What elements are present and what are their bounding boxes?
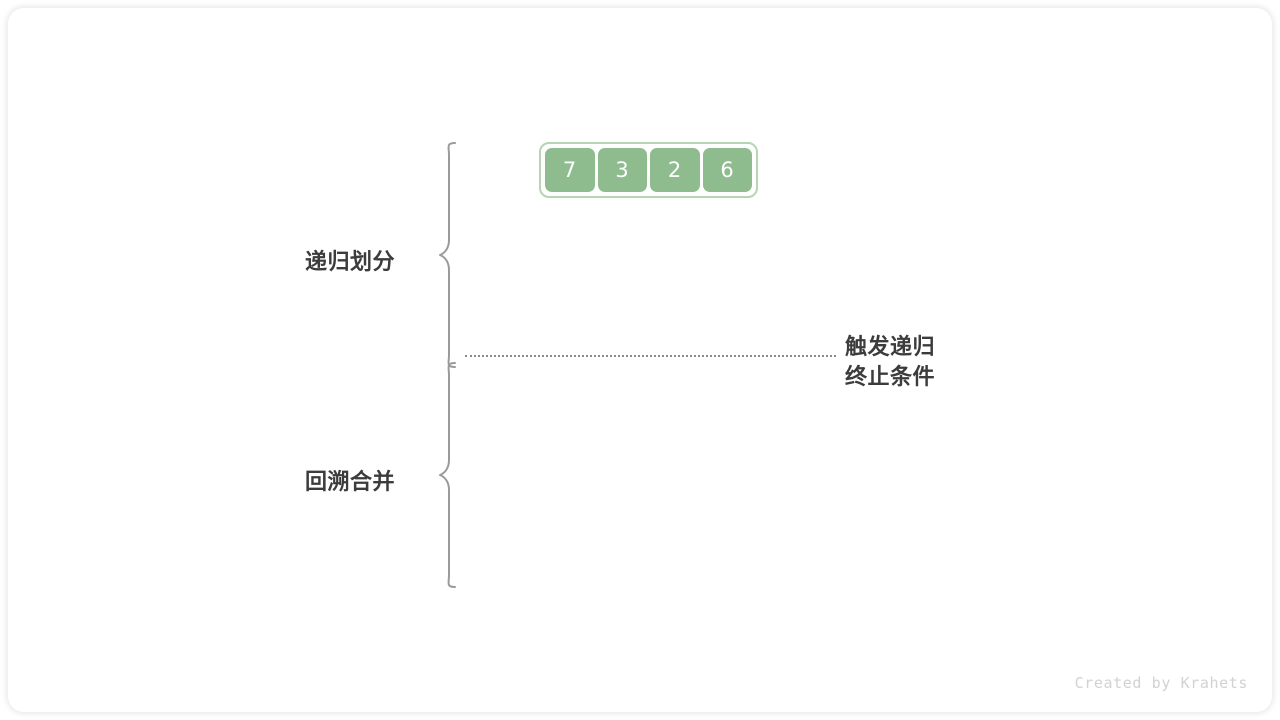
array-cell: 3	[597, 148, 647, 192]
brace-merge-icon	[439, 362, 456, 588]
array-cell: 7	[545, 148, 595, 192]
section-label-divide: 递归划分	[305, 249, 396, 274]
section-label-merge: 回溯合并	[305, 469, 396, 494]
credit-text: Created by Krahets	[1074, 674, 1248, 692]
figure-card: 7 3 2 6 递归划分 回溯合并 触发递归 终止条件 Created by K…	[8, 8, 1272, 712]
base-case-divider	[465, 355, 836, 357]
array-cell: 2	[650, 148, 700, 192]
array-container: 7 3 2 6	[539, 142, 758, 198]
base-case-line-1: 触发递归	[845, 334, 936, 359]
array-cell: 6	[702, 148, 752, 192]
brace-divide-icon	[439, 142, 456, 368]
base-case-annotation: 触发递归 终止条件	[845, 332, 935, 392]
base-case-line-2: 终止条件	[845, 364, 936, 389]
